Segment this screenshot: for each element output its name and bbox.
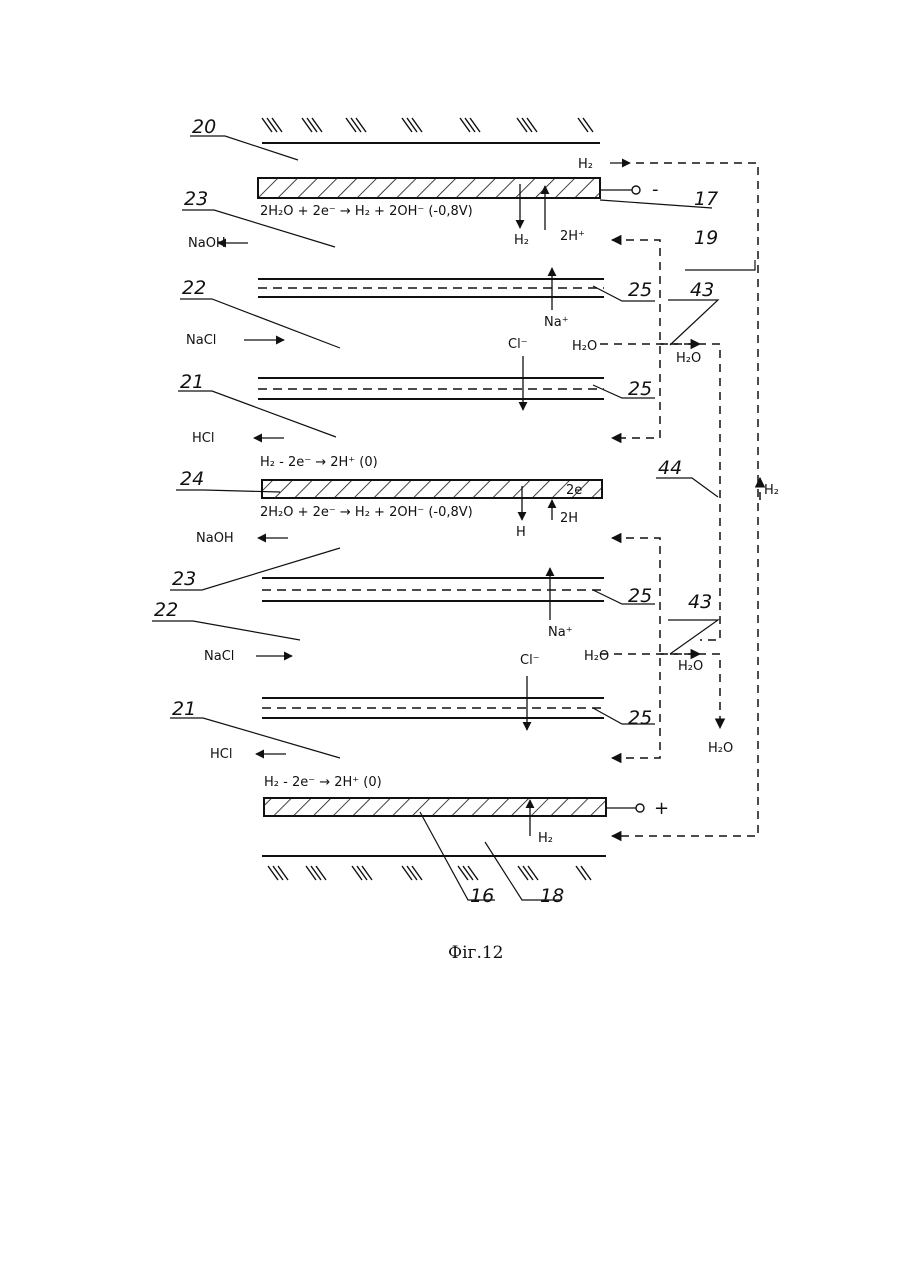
ref-25-a: 25 [628,279,652,301]
label-h: H [516,525,526,540]
ref-16: 16 [470,885,494,907]
cathode-electrode-17 [258,178,600,198]
reaction-cathode-second: 2H₂O + 2e⁻ → H₂ + 2OH⁻ (-0,8V) [260,505,473,520]
ref-20: 20 [192,116,216,138]
label-nacl-second: NaCl [204,649,234,664]
circulation-dashed-lines [600,163,760,836]
ref-25-b: 25 [628,378,652,400]
label-na-plus: Na⁺ [544,315,569,330]
ref-23: 23 [184,188,208,210]
terminal-signs: - + [652,179,669,819]
ref-43: 43 [690,279,714,301]
top-housing [262,118,600,143]
species-labels: H₂ H₂ 2H⁺ Na⁺ Cl⁻ H₂O H₂O H 2e 2H Na⁺ Cl… [508,157,779,846]
label-naoh-second: NaOH [196,531,234,546]
membrane-25-d [262,698,604,718]
ref-19: 19 [694,227,718,249]
label-na-plus-second: Na⁺ [548,625,573,640]
ref-21: 21 [180,371,204,393]
ref-17: 17 [694,188,718,210]
ref-22: 22 [182,277,206,299]
bipolar-electrode-24 [262,480,602,498]
label-cl-minus: Cl⁻ [508,337,528,352]
ref-21-second: 21 [172,698,196,720]
label-h2o-out-second: H₂O [678,659,703,674]
label-h2o-in-second: H₂O [584,649,609,664]
label-h2-top: H₂ [578,157,593,172]
terminal-negative: - [652,179,659,200]
label-h2-return: H₂ [764,483,779,498]
membrane-25-b [258,378,604,399]
reaction-cathode: 2H₂O + 2e⁻ → H₂ + 2OH⁻ (-0,8V) [260,204,473,219]
reaction-anode-second: H₂ - 2e⁻ → 2H⁺ (0) [264,775,382,790]
ref-25-d: 25 [628,707,652,729]
label-h2o-final: H₂O [708,741,733,756]
label-h2-bottom: H₂ [538,831,553,846]
membrane-25-c [262,578,604,601]
terminal-positive: + [654,798,669,819]
flow-arrows [218,163,640,836]
ref-23-second: 23 [172,568,196,590]
label-h2-down: H₂ [514,233,529,248]
label-naoh: NaOH [188,236,226,251]
ref-24: 24 [180,468,204,490]
stream-labels: NaOH NaCl HCl NaOH NaCl HCl [186,236,234,762]
reaction-anode: H₂ - 2e⁻ → 2H⁺ (0) [260,455,378,470]
label-2h: 2H [560,511,578,526]
label-2h-plus: 2H⁺ [560,229,585,244]
ref-25-c: 25 [628,585,652,607]
label-hcl-second: HCl [210,747,232,762]
label-h2o-out: H₂O [676,351,701,366]
ref-18: 18 [540,885,564,907]
label-hcl: HCl [192,431,214,446]
label-2e: 2e [566,483,582,498]
ref-22-second: 22 [154,599,178,621]
ref-43-second: 43 [688,591,712,613]
label-cl-minus-second: Cl⁻ [520,653,540,668]
label-nacl: NaCl [186,333,216,348]
figure-caption: Фіг.12 [448,943,504,963]
ref-44: 44 [658,457,682,479]
anode-electrode-16 [264,798,606,816]
label-h2o-in: H₂O [572,339,597,354]
bottom-housing [262,856,606,880]
